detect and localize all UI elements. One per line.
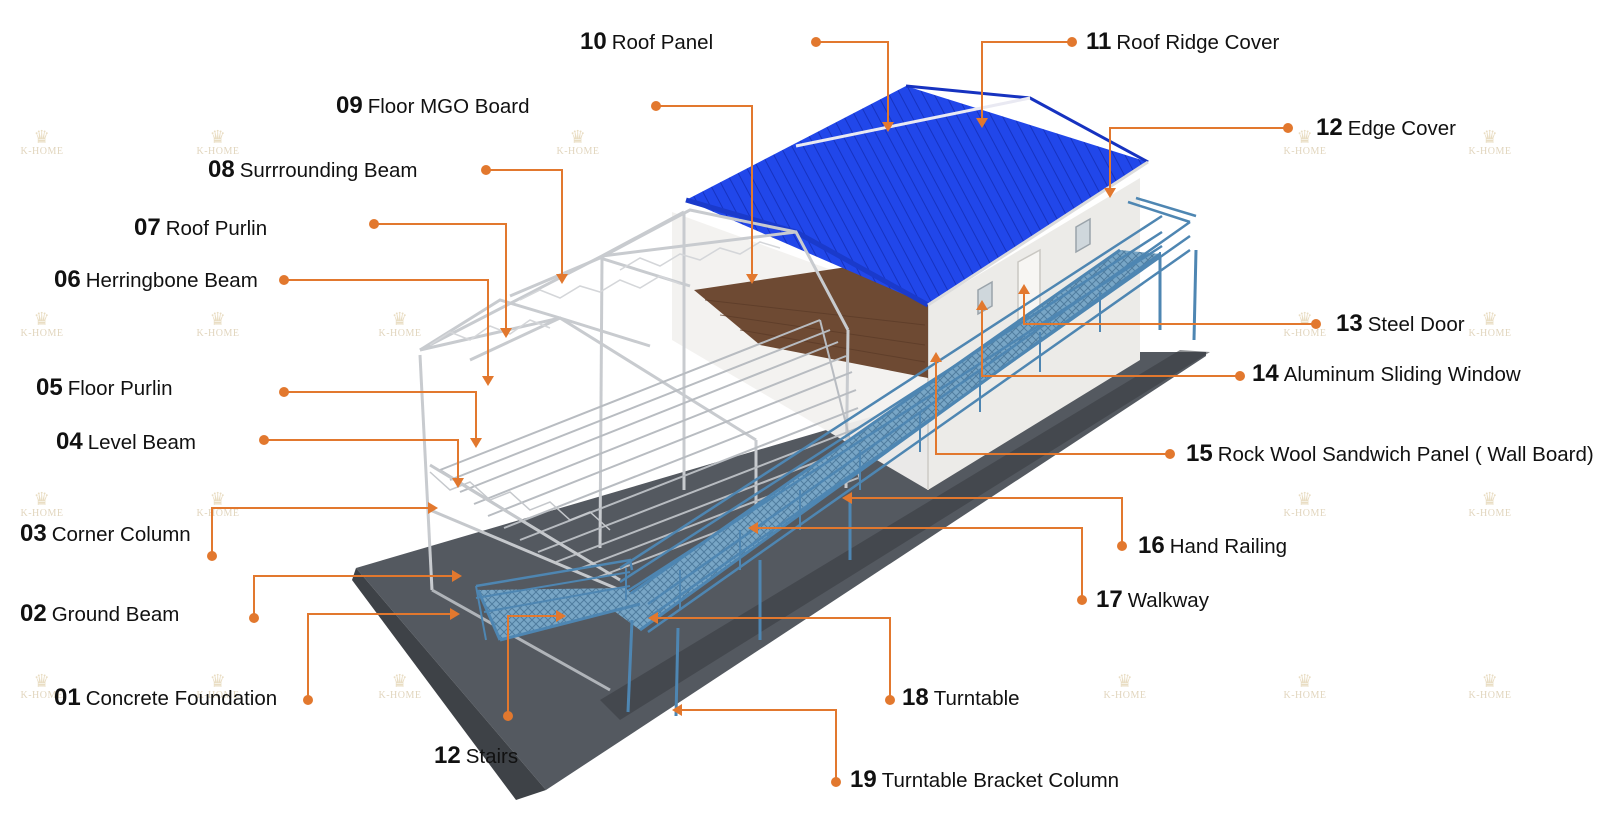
leader-arrowheads xyxy=(428,118,1116,716)
crown-icon: ♛ xyxy=(391,671,409,691)
watermark: ♛K-HOME xyxy=(188,128,248,157)
crown-icon: ♛ xyxy=(33,489,51,509)
watermark: ♛K-HOME xyxy=(1460,672,1520,701)
deck-shadow xyxy=(600,350,1210,720)
leader-lines xyxy=(211,41,1316,782)
crown-icon: ♛ xyxy=(391,309,409,329)
window-panel xyxy=(1075,217,1091,254)
truss-webbing xyxy=(429,241,781,346)
crown-icon: ♛ xyxy=(1116,671,1134,691)
watermark: ♛K-HOME xyxy=(188,490,248,519)
turntable-bracket-columns xyxy=(626,249,1198,717)
watermark: ♛K-HOME xyxy=(370,310,430,339)
crown-icon: ♛ xyxy=(33,309,51,329)
watermark: ♛K-HOME xyxy=(1275,128,1335,157)
crown-icon: ♛ xyxy=(569,127,587,147)
watermark: ♛K-HOME xyxy=(12,490,72,519)
level-beams xyxy=(429,463,621,592)
watermark: ♛K-HOME xyxy=(1460,128,1520,157)
crown-icon: ♛ xyxy=(1481,489,1499,509)
crown-icon: ♛ xyxy=(209,489,227,509)
crown-icon: ♛ xyxy=(1481,127,1499,147)
crown-icon: ♛ xyxy=(209,309,227,329)
crown-icon: ♛ xyxy=(33,127,51,147)
crown-icon: ♛ xyxy=(33,671,51,691)
watermark: ♛K-HOME xyxy=(548,128,608,157)
watermark: ♛K-HOME xyxy=(1275,672,1335,701)
watermark: ♛K-HOME xyxy=(12,310,72,339)
watermark: ♛K-HOME xyxy=(1460,490,1520,519)
watermark: ♛K-HOME xyxy=(188,310,248,339)
floor-mgo-board-surface xyxy=(694,265,928,378)
crown-icon: ♛ xyxy=(209,671,227,691)
watermark: ♛K-HOME xyxy=(12,672,72,701)
crown-icon: ♛ xyxy=(1296,671,1314,691)
watermark: ♛K-HOME xyxy=(1275,490,1335,519)
crown-icon: ♛ xyxy=(1481,309,1499,329)
watermark: ♛K-HOME xyxy=(1460,310,1520,339)
leader-dots xyxy=(207,37,1321,787)
crown-icon: ♛ xyxy=(209,127,227,147)
watermark: ♛K-HOME xyxy=(188,672,248,701)
concrete-foundation-slab xyxy=(352,352,1206,800)
watermark: ♛K-HOME xyxy=(1095,672,1155,701)
watermark: ♛K-HOME xyxy=(370,672,430,701)
crown-icon: ♛ xyxy=(1481,671,1499,691)
crown-icon: ♛ xyxy=(1296,127,1314,147)
watermark: ♛K-HOME xyxy=(12,128,72,157)
ground-beams xyxy=(431,588,611,692)
crown-icon: ♛ xyxy=(1296,489,1314,509)
floor-purlins xyxy=(439,319,861,581)
